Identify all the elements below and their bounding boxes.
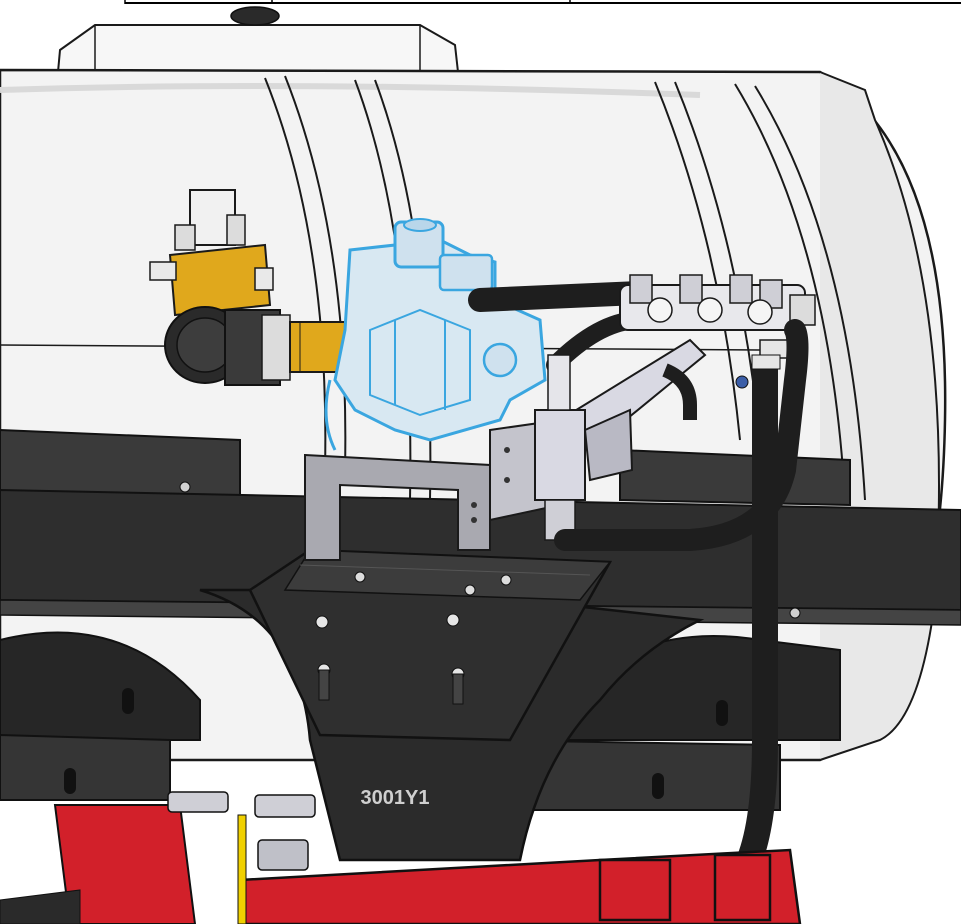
valve-manifold: [619, 274, 816, 389]
mounting-plate: [248, 548, 613, 742]
yellow-rod: [237, 814, 247, 924]
hydraulic-motor: [164, 306, 346, 386]
lid-cap: [230, 6, 280, 26]
pedestal-feet: [167, 791, 316, 924]
highlighted-pump: [324, 218, 547, 451]
hydraulic-valve-block: [149, 189, 274, 317]
part-stamp-text: 3001Y1: [361, 787, 430, 809]
title-block-strip: [124, 0, 961, 4]
tank-lid: [56, 6, 460, 73]
red-trailer-frame: [0, 804, 802, 924]
strainer-arm: [534, 338, 707, 541]
